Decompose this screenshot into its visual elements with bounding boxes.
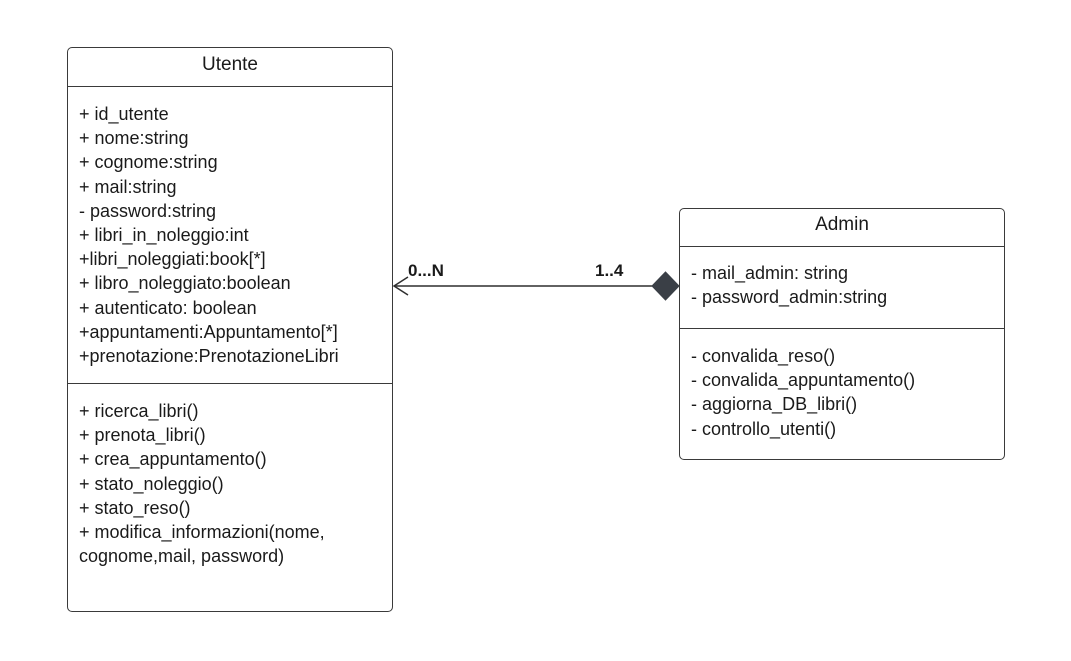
attribute: - password:string — [79, 200, 217, 221]
class-admin-attributes-divider — [680, 328, 1004, 329]
operation: - controllo_utenti() — [691, 418, 837, 439]
attribute: + id_utente — [79, 104, 169, 124]
class-admin-attributes: - mail_admin: string - password_admin:st… — [691, 261, 996, 309]
class-utente[interactable]: Utente + id_utente + nome:string + cogno… — [67, 47, 393, 612]
attribute: + libro_noleggiato:boolean — [79, 273, 291, 294]
class-admin-operations: - convalida_reso() - convalida_appuntame… — [691, 344, 996, 441]
operation: + crea_appuntamento() — [79, 449, 267, 470]
operation: + stato_reso() — [79, 497, 191, 518]
operation: + stato_noleggio() — [79, 473, 224, 494]
attribute: + libri_in_noleggio:int — [79, 225, 249, 246]
attribute: +prenotazione:PrenotazioneLibri — [79, 346, 339, 367]
navigability-arrowhead-icon — [392, 276, 409, 296]
attribute: - mail_admin: string — [691, 263, 849, 283]
multiplicity-admin: 1..4 — [595, 261, 624, 280]
class-utente-attributes: + id_utente + nome:string + cognome:stri… — [79, 102, 384, 368]
class-admin-name-divider — [680, 246, 1004, 247]
operation: - convalida_reso() — [691, 346, 836, 366]
class-utente-name: Utente — [202, 54, 258, 75]
class-utente-name-divider — [68, 86, 392, 87]
attribute: +appuntamenti:Appuntamento[*] — [79, 321, 338, 342]
operation: + prenota_libri() — [79, 425, 206, 446]
class-admin-name: Admin — [815, 214, 869, 235]
operation: - aggiorna_DB_libri() — [691, 394, 858, 415]
operation: - convalida_appuntamento() — [691, 370, 916, 391]
attribute: + cognome:string — [79, 152, 218, 173]
attribute: - password_admin:string — [691, 287, 888, 308]
composition-diamond-icon — [651, 271, 680, 301]
attribute: + nome:string — [79, 128, 189, 149]
attribute: + mail:string — [79, 176, 177, 197]
attribute: + autenticato: boolean — [79, 297, 257, 318]
class-utente-operations: + ricerca_libri() + prenota_libri() + cr… — [79, 399, 384, 568]
operation: + ricerca_libri() — [79, 401, 199, 421]
class-admin[interactable]: Admin - mail_admin: string - password_ad… — [679, 208, 1005, 460]
multiplicity-utente: 0...N — [408, 261, 444, 280]
attribute: +libri_noleggiati:book[*] — [79, 249, 266, 270]
class-utente-attributes-divider — [68, 383, 392, 384]
operation: + modifica_informazioni(nome, cognome,ma… — [79, 522, 325, 567]
